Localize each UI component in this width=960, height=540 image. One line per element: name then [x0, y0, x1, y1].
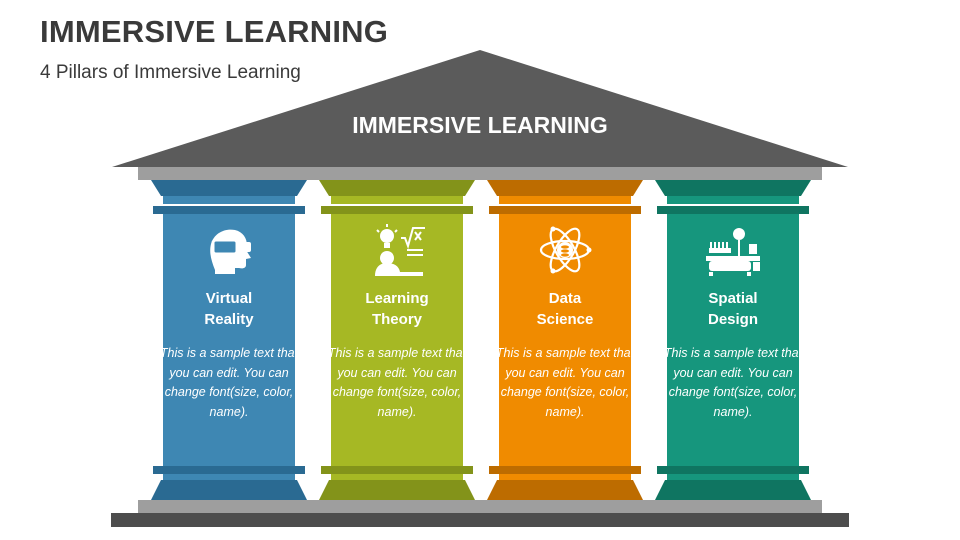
pillar-description: This is a sample text that you can edit.… [495, 346, 635, 419]
pillar-learning-theory: Learning Theory This is a sample text th… [313, 180, 481, 500]
temple-base [111, 513, 849, 527]
spatial-design-icon [706, 228, 760, 276]
pillar-description: This is a sample text that you can edit.… [159, 346, 299, 419]
pillar-description: This is a sample text that you can edit.… [327, 346, 467, 419]
roof-ledge [138, 167, 822, 180]
pillar-data-science: Data Science This is a sample text that … [481, 180, 649, 500]
base-ledge [138, 500, 822, 513]
roof-label: IMMERSIVE LEARNING [352, 112, 608, 138]
temple-roof [112, 50, 848, 167]
pillar-shape [319, 180, 475, 500]
pillar-description: This is a sample text that you can edit.… [663, 346, 803, 419]
page-subtitle: 4 Pillars of Immersive Learning [40, 62, 301, 83]
pillar-shape [151, 180, 307, 500]
learning-idea-icon [375, 224, 425, 276]
pillar-label: Spatial Design [707, 290, 758, 328]
pillar-label: Learning Theory [365, 290, 429, 328]
pillar-spatial-design: Spatial Design This is a sample text tha… [649, 180, 817, 500]
pillar-label: Virtual Reality [204, 290, 254, 328]
pillar-virtual-reality: Virtual Reality This is a sample text th… [145, 180, 313, 500]
page-title: IMMERSIVE LEARNING [40, 14, 389, 49]
pillar-label: Data Science [536, 290, 594, 328]
vr-headset-icon [210, 229, 251, 274]
data-science-atom-icon [539, 226, 592, 274]
